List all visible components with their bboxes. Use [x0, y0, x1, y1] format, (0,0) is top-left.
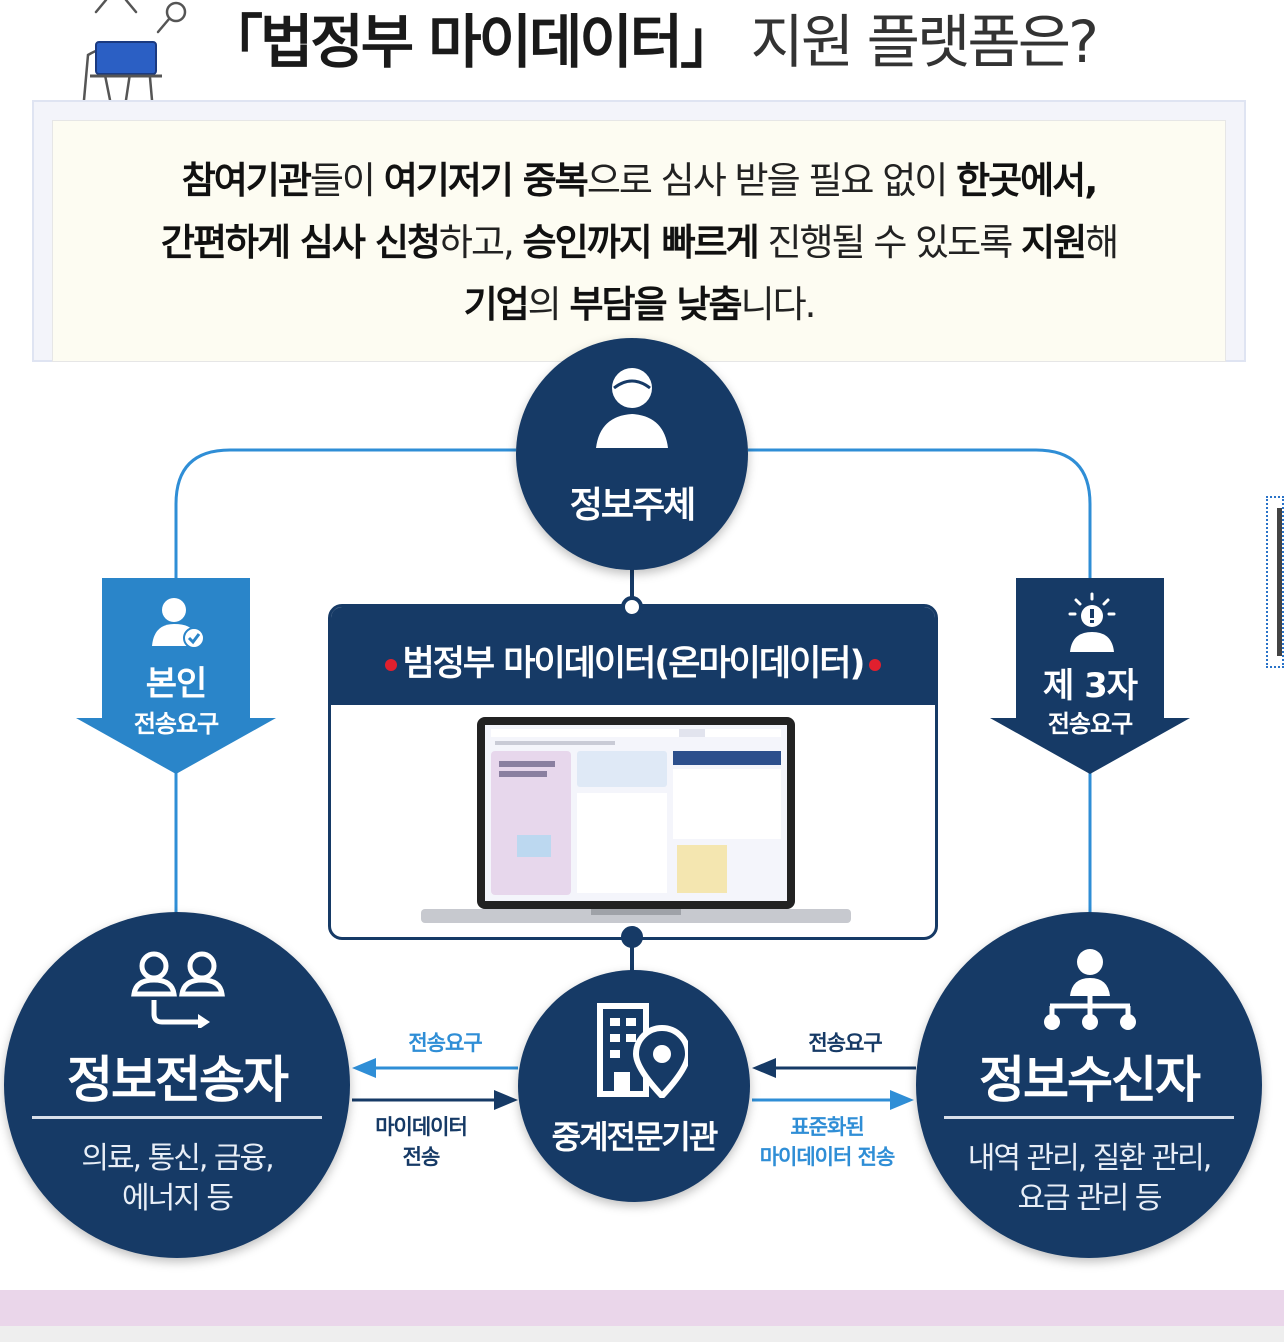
data-sender-title: 정보전송자 [67, 1051, 289, 1109]
sender-divider [32, 1116, 322, 1119]
info-text-segment: 진행될 수 있도록 [757, 221, 1022, 264]
building-location-icon [597, 1003, 688, 1098]
data-subject-label: 정보주체 [569, 485, 696, 526]
broker-agency-title: 중계전문기관 [551, 1118, 719, 1156]
right-request-label: 전송요구 [808, 1031, 882, 1055]
info-text-segment: 한곳에서, [956, 159, 1098, 202]
info-text-segment: 해 [1085, 221, 1119, 264]
scrollbar-thumb[interactable] [1277, 508, 1282, 656]
headline: 「법정부 마이데이터」 지원 플랫폼은? [205, 2, 1275, 82]
info-line-3: 기업의 부담을 낮춤니다. [52, 274, 1226, 328]
left-request-label: 전송요구 [408, 1031, 482, 1055]
receiver-desc-1: 내역 관리, 질환 관리, [967, 1141, 1212, 1176]
self-request-sub: 전송요구 [133, 710, 219, 738]
two-people-exchange-icon [131, 951, 225, 1028]
self-request-title: 본인 [145, 664, 208, 704]
platform-top-node [621, 596, 643, 618]
info-text-segment: 의 [527, 283, 570, 326]
subject-to-left-line [174, 448, 516, 580]
headline-light: 지원 플랫폼은? [735, 8, 1099, 76]
info-text-segment: 승인까지 빠르게 [522, 221, 760, 264]
info-text-segment: 으로 심사 받을 필요 없이 [586, 159, 957, 202]
red-dot-left [384, 659, 397, 671]
data-receiver-node: 정보수신자 내역 관리, 질환 관리, 요금 관리 등 [916, 912, 1262, 1258]
scrollbar[interactable] [1266, 496, 1284, 668]
red-dot-right [869, 659, 882, 671]
third-party-request-arrow: 제 3자 전송요구 [990, 578, 1190, 774]
bottom-strip [0, 1326, 1284, 1342]
person-check-icon [152, 598, 205, 649]
receiver-desc-2: 요금 관리 등 [1017, 1181, 1162, 1216]
data-sender-node: 정보전송자 의료, 통신, 금융, 에너지 등 [4, 912, 350, 1258]
platform-header: 범정부 마이데이터(온마이데이터) [331, 607, 935, 705]
left-transfer-label-1: 마이데이터 [375, 1115, 468, 1139]
info-text-segment: 간편하게 심사 신청 [160, 221, 441, 264]
info-line-1: 참여기관들이 여기저기 중복으로 심사 받을 필요 없이 한곳에서, [52, 150, 1226, 204]
third-party-request-title: 제 3자 [1042, 666, 1138, 706]
broker-agency-node: 중계전문기관 [518, 970, 750, 1202]
right-transfer-label-1: 표준화된 [790, 1115, 864, 1139]
left-transfer-label-2: 전송 [402, 1145, 441, 1169]
info-text-segment: 들이 [309, 159, 384, 202]
info-text-segment: 니다. [740, 283, 817, 326]
person-idea-icon [1068, 592, 1116, 652]
info-box [52, 120, 1226, 362]
info-text-segment: 여기저기 중복 [383, 159, 589, 202]
laptop-screenshot-icon [421, 717, 851, 923]
sender-desc-2: 에너지 등 [122, 1181, 234, 1216]
info-text-segment: 기업 [463, 283, 530, 326]
platform-bottom-node [621, 926, 643, 948]
sender-desc-1: 의료, 통신, 금융, [81, 1141, 274, 1176]
researcher-laptop-icon [82, 0, 187, 100]
info-line-2: 간편하게 심사 신청하고, 승인까지 빠르게 진행될 수 있도록 지원해 [52, 212, 1226, 266]
info-text-segment: 부담을 낮춤 [569, 283, 742, 326]
person-network-icon [1044, 949, 1136, 1030]
platform-title-text: 범정부 마이데이터(온마이데이터) [402, 644, 866, 684]
info-text-segment: 지원 [1021, 221, 1087, 264]
data-subject-node: 정보주체 [516, 338, 748, 570]
info-text-segment: 하고, [438, 221, 523, 264]
right-transfer-label-2: 마이데이터 전송 [759, 1145, 896, 1169]
info-text-segment: 참여기관 [181, 159, 312, 202]
mydata-platform-panel: 범정부 마이데이터(온마이데이터) [328, 604, 938, 940]
self-request-arrow: 본인 전송요구 [76, 578, 276, 774]
third-party-request-sub: 전송요구 [1047, 710, 1133, 738]
headline-bold: 「법정부 마이데이터」 [205, 8, 738, 76]
person-icon [596, 368, 668, 448]
data-receiver-title: 정보수신자 [979, 1051, 1201, 1109]
platform-title: 범정부 마이데이터(온마이데이터) [331, 635, 935, 686]
subject-to-right-line [748, 448, 1092, 580]
bottom-band [0, 1290, 1284, 1326]
receiver-divider [944, 1116, 1234, 1119]
